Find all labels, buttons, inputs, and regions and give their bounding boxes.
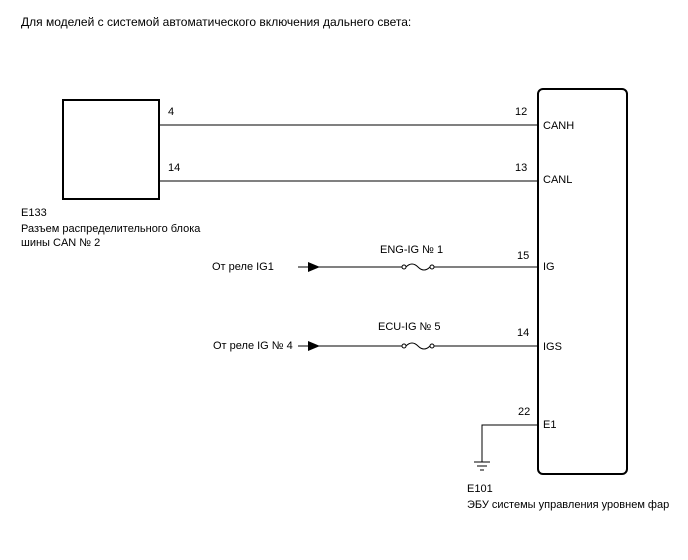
ecu-name: ЭБУ системы управления уровнем фар xyxy=(467,499,669,511)
ground-wire xyxy=(481,424,538,462)
ecu-pin-label-canh: CANH xyxy=(543,120,574,132)
ecu-pin-label-igs: IGS xyxy=(543,341,562,353)
ecu-code: E101 xyxy=(467,483,493,495)
connector-code: E133 xyxy=(21,207,47,219)
input-source-ig4: От реле IG № 4 xyxy=(213,340,293,352)
fuse-label-ecu-ig: ECU-IG № 5 xyxy=(378,321,441,333)
fuse-terminal-icon xyxy=(401,343,407,349)
connector-e133-box xyxy=(62,99,160,200)
fuse-terminal-icon xyxy=(401,264,407,270)
ecu-pin-number-e1: 22 xyxy=(518,406,530,418)
ecu-pin-number-igs: 14 xyxy=(517,327,529,339)
connector-name-line1: Разъем распределительного блока xyxy=(21,223,201,235)
ecu-pin-number-canh: 12 xyxy=(515,106,527,118)
input-source-ig1: От реле IG1 xyxy=(212,261,274,273)
ecu-pin-label-ig: IG xyxy=(543,261,555,273)
ground-icon xyxy=(474,461,490,471)
ecu-pin-label-canl: CANL xyxy=(543,174,572,186)
ecu-e101-box xyxy=(537,88,628,475)
ecu-pin-number-ig: 15 xyxy=(517,250,529,262)
connector-name-line2: шины CAN № 2 xyxy=(21,237,100,249)
diagram-title: Для моделей с системой автоматического в… xyxy=(21,15,411,29)
ecu-pin-number-canl: 13 xyxy=(515,162,527,174)
fuse-terminal-icon xyxy=(429,343,435,349)
fuse-icon xyxy=(405,342,431,350)
fuse-terminal-icon xyxy=(429,264,435,270)
ecu-pin-label-e1: E1 xyxy=(543,419,556,431)
fuse-label-eng-ig: ENG-IG № 1 xyxy=(380,244,443,256)
connector-pin-canl: 14 xyxy=(168,162,180,174)
connector-pin-canh: 4 xyxy=(168,106,174,118)
fuse-icon xyxy=(405,263,431,271)
